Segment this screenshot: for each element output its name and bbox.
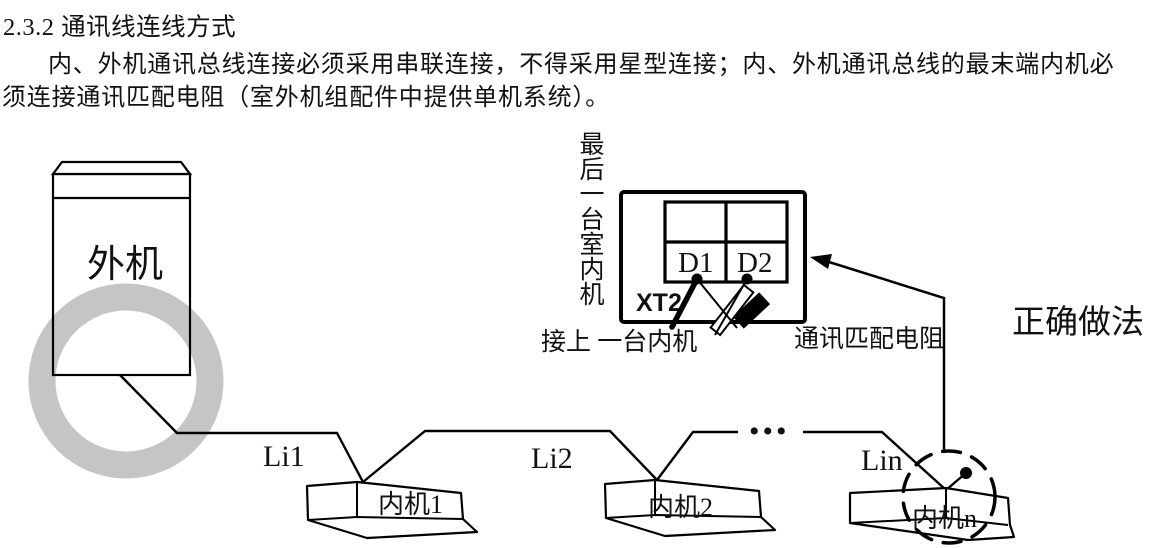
- callout-arrow-tail: [828, 260, 946, 452]
- wire-label-lin: Lin: [861, 444, 903, 477]
- wire-ellipsis: •••: [749, 415, 790, 448]
- indoor-unit-2: 内机2: [603, 478, 777, 538]
- communication-wire-right: [803, 430, 967, 492]
- last-indoor-unit-vertical-label: 最后一台室内机: [576, 131, 603, 306]
- wire-label-li1: Li1: [263, 440, 305, 473]
- communication-wire-left: [119, 374, 738, 484]
- wire-label-li2: Li2: [531, 442, 573, 475]
- terminal-d1-dot: [691, 273, 703, 285]
- indoor-unit-n-body: [848, 486, 1016, 542]
- indoor-unit-1-label: 内机1: [378, 490, 443, 519]
- paragraph-line-1: 内、外机通讯总线连接必须采用串联连接，不得采用星型连接；内、外机通讯总线的最末端…: [48, 52, 1115, 78]
- outdoor-unit-top-face: [50, 160, 193, 176]
- callout-arrowhead-icon: [810, 254, 832, 269]
- terminal-connection-dot: [960, 467, 972, 479]
- indoor-unit-2-body: [603, 478, 777, 538]
- indoor-unit-1-body: [305, 480, 479, 540]
- paragraph-line-2: 须连接通讯匹配电阻（室外机组配件中提供单机系统）。: [2, 85, 610, 111]
- connect-previous-unit-note: 接上 一台内机: [541, 328, 697, 356]
- matching-resistor-note: 通讯匹配电阻: [794, 325, 944, 353]
- indoor-unit-2-label: 内机2: [648, 493, 713, 522]
- gray-highlight-ring: [28, 283, 224, 479]
- matching-resistor-body: [732, 292, 771, 329]
- wire-to-previous-unit: [669, 276, 700, 330]
- indoor-unit-n-bottom-edge: [849, 516, 1009, 526]
- d2-resistor-lead: [714, 278, 748, 336]
- terminal-block-xt2-label: XT2: [636, 289, 682, 317]
- indoor-unit-1-bottom-edge: [307, 515, 464, 521]
- outdoor-unit-label: 外机: [87, 244, 163, 286]
- terminal-d2-dot: [741, 273, 753, 285]
- indoor-unit-n: 内机n: [848, 486, 1016, 542]
- correct-practice-label: 正确做法: [1012, 304, 1144, 341]
- outdoor-unit-fill: [53, 174, 190, 375]
- section-heading: 2.3.2 通讯线连线方式: [3, 14, 237, 41]
- indoor-unit-n-label: 内机n: [912, 504, 977, 533]
- d1-resistor-lead: [696, 278, 738, 329]
- terminal-d2-label: D2: [737, 247, 772, 279]
- indoor-unit-2-bottom-edge: [605, 513, 762, 519]
- indoor-unit-1: 内机1: [305, 480, 479, 540]
- dashed-highlight-circle: [901, 449, 997, 545]
